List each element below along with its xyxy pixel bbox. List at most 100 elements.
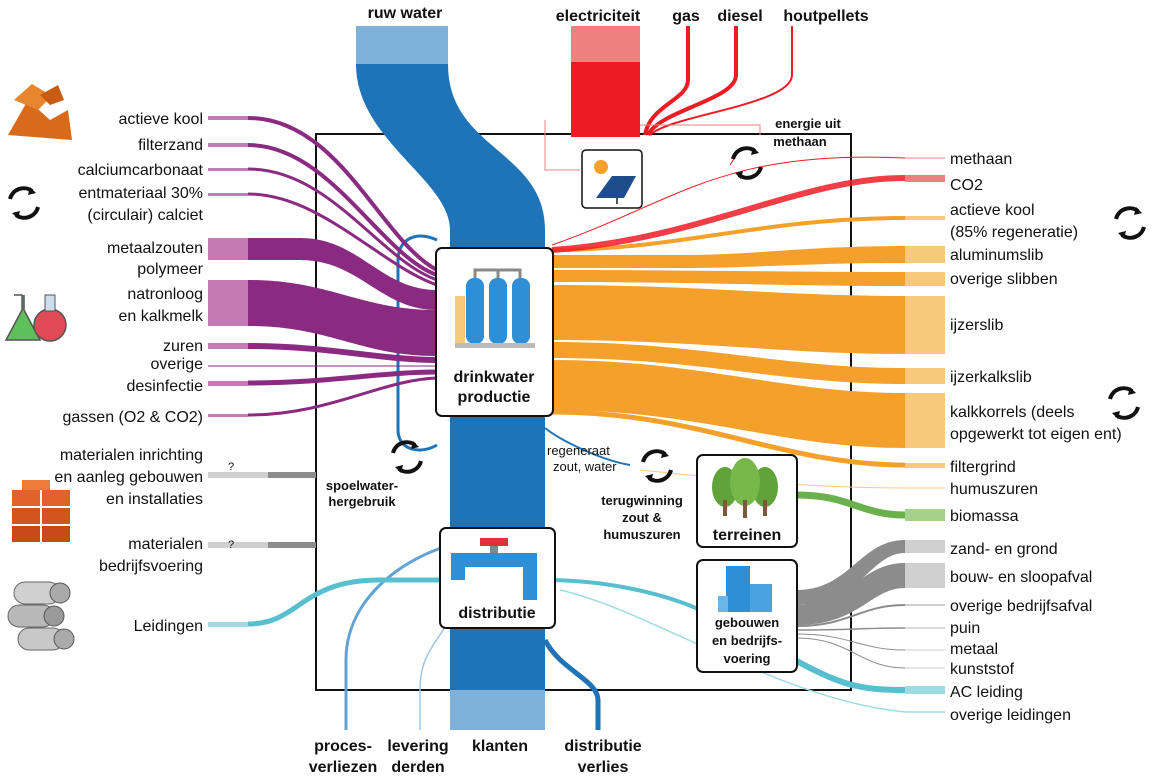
ruw-water-label: ruw water [368, 5, 443, 22]
solar-panel-node [581, 149, 643, 209]
output-actieve-kool-2: (85% regeneratie) [950, 224, 1078, 241]
gebouwen-node: gebouwen en bedrijfs- voering [696, 559, 798, 673]
energy-thin-loop-2 [640, 124, 761, 135]
input-natronloog-1: natronloog [127, 286, 203, 303]
distributie-verlies-2: verlies [578, 759, 629, 776]
output-kalkkorrels-1: kalkkorrels (deels [950, 404, 1074, 421]
levering-derden-flow [419, 619, 451, 730]
output-humuszuren: humuszuren [950, 481, 1038, 498]
recycle-icon-methaan [731, 146, 763, 180]
proces-verliezen-1: proces- [314, 738, 372, 755]
distributie-verlies-flow [542, 638, 601, 730]
residual-output-flows [551, 216, 945, 489]
houtpellets-label: houtpellets [783, 8, 868, 25]
bricks-icon [12, 480, 70, 542]
input-entmateriaal-1: entmateriaal 30% [78, 185, 203, 202]
proces-verliezen-flow [344, 543, 451, 730]
input-entmateriaal-2: (circulair) calciet [87, 207, 203, 224]
electriciteit-label: electriciteit [556, 8, 641, 25]
regeneraat-label-1: regeneraat [547, 443, 610, 458]
houtpellets-flow [649, 26, 793, 136]
regeneraat-label-2: zout, water [553, 459, 617, 474]
output-kalkkorrels-2: opgewerkt tot eigen ent) [950, 426, 1122, 443]
output-kunststof: kunststof [950, 661, 1015, 678]
input-filterzand: filterzand [138, 137, 203, 154]
output-metaal: metaal [950, 641, 998, 658]
trees-icon [712, 458, 778, 518]
energy-thin-loop [544, 120, 580, 171]
drinkwater-node: drinkwater productie [435, 247, 554, 417]
terreinen-node: terreinen [696, 454, 798, 548]
drinkwater-label-2: productie [458, 389, 531, 406]
diesel-label: diesel [717, 8, 762, 25]
input-natronloog-2: en kalkmelk [119, 308, 204, 325]
levering-derden-2: derden [391, 759, 444, 776]
input-materialen-bedrijfsvoering-2: bedrijfsvoering [99, 558, 203, 575]
output-ijzerkalkslib: ijzerkalkslib [950, 369, 1032, 386]
output-aluminumslib: aluminumslib [950, 247, 1043, 264]
terreinen-label: terreinen [713, 527, 781, 544]
output-biomassa: biomassa [950, 508, 1019, 525]
output-methaan: methaan [950, 151, 1012, 168]
output-bouw-en-sloopafval: bouw- en sloopafval [950, 569, 1092, 586]
electricity-flow [571, 62, 640, 137]
input-materialen-inrichting-2: en aanleg gebouwen [54, 469, 203, 486]
water-tanks-icon [455, 268, 535, 348]
electricity-inflow-bar [571, 26, 640, 62]
gebouwen-label-1: gebouwen [715, 615, 779, 630]
gebouwen-label-2: en bedrijfs- [712, 633, 782, 648]
output-puin: puin [950, 620, 980, 637]
drinkwater-label-1: drinkwater [454, 369, 535, 386]
chemical-input-flows [208, 116, 438, 417]
left-icons [4, 84, 75, 651]
waste-output-flows [796, 540, 945, 669]
terugwinning-label-3: humuszuren [603, 527, 680, 542]
distributie-verlies-1: distributie [564, 738, 641, 755]
output-actieve-kool-1: actieve kool [950, 202, 1035, 219]
biomassa-flows [796, 491, 945, 521]
distributie-label: distributie [458, 605, 535, 622]
recycle-icon-calciet [8, 186, 40, 220]
diesel-flow [646, 26, 738, 137]
levering-derden-1: levering [387, 738, 448, 755]
klanten-outflow-bar [450, 690, 545, 730]
output-ac-leiding: AC leiding [950, 684, 1023, 701]
output-co2: CO2 [950, 177, 983, 194]
input-materialen-bedrijfsvoering-1: materialen [128, 536, 203, 553]
input-gassen: gassen (O2 & CO2) [63, 409, 204, 426]
output-ijzerslib: ijzerslib [950, 317, 1003, 334]
output-overige-slibben: overige slibben [950, 271, 1058, 288]
ruw-water-inflow-bar [356, 26, 448, 64]
recycle-icon-spoelwater [391, 440, 423, 474]
energie-uit-methaan-1: energie uit [775, 116, 841, 131]
regeneraat-flow [544, 427, 631, 466]
terugwinning-label-1: terugwinning [601, 493, 683, 508]
material-input-flows [208, 472, 316, 548]
energy-flows [544, 26, 793, 171]
gas-label: gas [672, 8, 700, 25]
distributie-node: distributie [439, 527, 556, 629]
building-icon [718, 566, 772, 612]
lab-flask-icon [4, 294, 67, 342]
terugwinning-label-2: zout & [622, 510, 662, 525]
recycle-icon-kalkkorrels [1108, 386, 1140, 420]
input-desinfectie: desinfectie [127, 378, 204, 395]
gebouwen-label-3: voering [724, 651, 771, 666]
solar-panel-icon [594, 160, 636, 204]
output-zand-en-grond: zand- en grond [950, 541, 1058, 558]
input-overige: overige [151, 356, 204, 373]
gas-flow [643, 26, 690, 136]
input-materialen-inrichting-3: en installaties [106, 491, 203, 508]
spoelwater-label-2: hergebruik [328, 494, 396, 509]
recycle-icon-actieve-kool [1114, 206, 1146, 240]
pipes-icon [7, 581, 75, 651]
valve-icon [451, 538, 537, 600]
question-mark-1: ? [228, 461, 234, 473]
spoelwater-label-1: spoelwater- [326, 478, 398, 493]
output-filtergrind: filtergrind [950, 459, 1016, 476]
output-overige-leidingen: overige leidingen [950, 707, 1071, 724]
carbon-pile-icon [8, 84, 72, 140]
input-calciumcarbonaat: calciumcarbonaat [78, 162, 204, 179]
input-metaalzouten: metaalzouten [107, 240, 203, 257]
question-mark-2: ? [228, 539, 234, 551]
